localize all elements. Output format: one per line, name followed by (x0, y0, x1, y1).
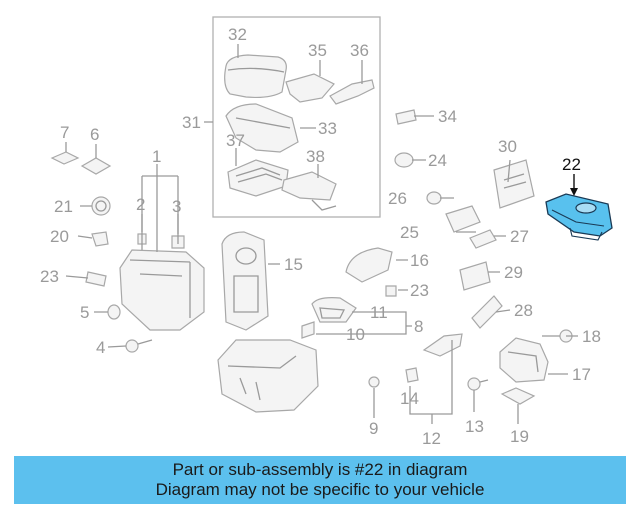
label-8: 8 (414, 317, 423, 336)
label-30: 30 (498, 137, 517, 156)
inset-box (212, 16, 381, 218)
part-8-console-base[interactable] (217, 339, 319, 413)
part-5-washer[interactable] (107, 304, 121, 320)
label-11: 11 (370, 303, 388, 322)
part-26-screw[interactable] (426, 191, 442, 205)
label-12: 12 (422, 429, 441, 448)
part-33-lid-inner[interactable] (225, 103, 299, 153)
label-33: 33 (318, 119, 337, 138)
label-9: 9 (369, 419, 378, 438)
part-27-switch[interactable] (469, 229, 497, 249)
part-28-plate[interactable] (471, 295, 503, 329)
part-32-armrest-lid[interactable] (224, 54, 287, 99)
label-37: 37 (226, 131, 245, 150)
label-18: 18 (582, 327, 601, 346)
label-22: 22 (562, 155, 581, 174)
part-35-hinge[interactable] (285, 73, 335, 103)
label-5: 5 (80, 303, 89, 322)
label-6: 6 (90, 125, 99, 144)
part-38-pad[interactable] (281, 171, 337, 211)
label-27: 27 (510, 227, 529, 246)
label-15: 15 (284, 255, 303, 274)
label-23-mid: 23 (410, 281, 429, 300)
label-4: 4 (96, 338, 105, 357)
banner-line-1: Part or sub-assembly is #22 in diagram (172, 460, 468, 479)
part-9-bolt[interactable] (368, 376, 380, 404)
label-17: 17 (572, 365, 591, 384)
label-1: 1 (152, 147, 161, 166)
label-36: 36 (350, 41, 369, 60)
part-14-clip[interactable] (405, 367, 419, 383)
part-4-screw[interactable] (125, 339, 153, 353)
info-banner: Part or sub-assembly is #22 in diagram D… (14, 456, 626, 504)
part-29-plate[interactable] (459, 261, 491, 291)
label-34: 34 (438, 107, 457, 126)
part-24-nut[interactable] (394, 152, 414, 168)
part-19-pad[interactable] (500, 387, 536, 405)
label-7: 7 (60, 123, 69, 142)
part-23-bolt-left[interactable] (85, 271, 107, 287)
label-28: 28 (514, 301, 533, 320)
part-6-pad[interactable] (80, 157, 112, 175)
label-32: 32 (228, 25, 247, 44)
part-1-console-body[interactable] (119, 249, 205, 331)
part-22-highlighted[interactable] (545, 193, 613, 241)
part-7-clip[interactable] (50, 151, 80, 165)
part-30-cover[interactable] (493, 159, 535, 209)
label-24: 24 (428, 151, 447, 170)
label-2: 2 (136, 195, 145, 214)
part-20-clip[interactable] (91, 231, 109, 247)
part-10-clip[interactable] (301, 321, 315, 339)
part-11-trim[interactable] (311, 297, 357, 323)
label-25: 25 (400, 223, 419, 242)
part-36-latch[interactable] (329, 79, 375, 105)
label-20: 20 (50, 227, 69, 246)
part-37-tray[interactable] (227, 159, 289, 197)
label-29: 29 (504, 263, 523, 282)
part-23-bolt-mid[interactable] (385, 285, 397, 297)
label-3: 3 (172, 197, 181, 216)
part-13-bolt[interactable] (467, 377, 489, 391)
label-31: 31 (182, 113, 201, 132)
leader-lines (65, 44, 578, 424)
label-21: 21 (54, 197, 73, 216)
part-25-box[interactable] (445, 205, 481, 233)
label-23-left: 23 (40, 267, 59, 286)
part-34-bolt[interactable] (395, 109, 417, 125)
label-38: 38 (306, 147, 325, 166)
label-16: 16 (410, 251, 429, 270)
label-35: 35 (308, 41, 327, 60)
label-19: 19 (510, 427, 529, 446)
part-16-handle[interactable] (345, 247, 393, 283)
part-21-knob[interactable] (91, 196, 111, 216)
part-17-cupholder[interactable] (499, 337, 549, 383)
label-14: 14 (400, 389, 419, 408)
part-15-panel[interactable] (221, 231, 269, 331)
label-13: 13 (465, 417, 484, 436)
label-10: 10 (346, 325, 365, 344)
part-12-bracket[interactable] (422, 333, 463, 357)
banner-line-2: Diagram may not be specific to your vehi… (155, 480, 485, 499)
labels: 1 2 3 4 5 6 7 8 9 10 11 12 13 14 15 16 1… (40, 25, 601, 448)
label-26: 26 (388, 189, 407, 208)
